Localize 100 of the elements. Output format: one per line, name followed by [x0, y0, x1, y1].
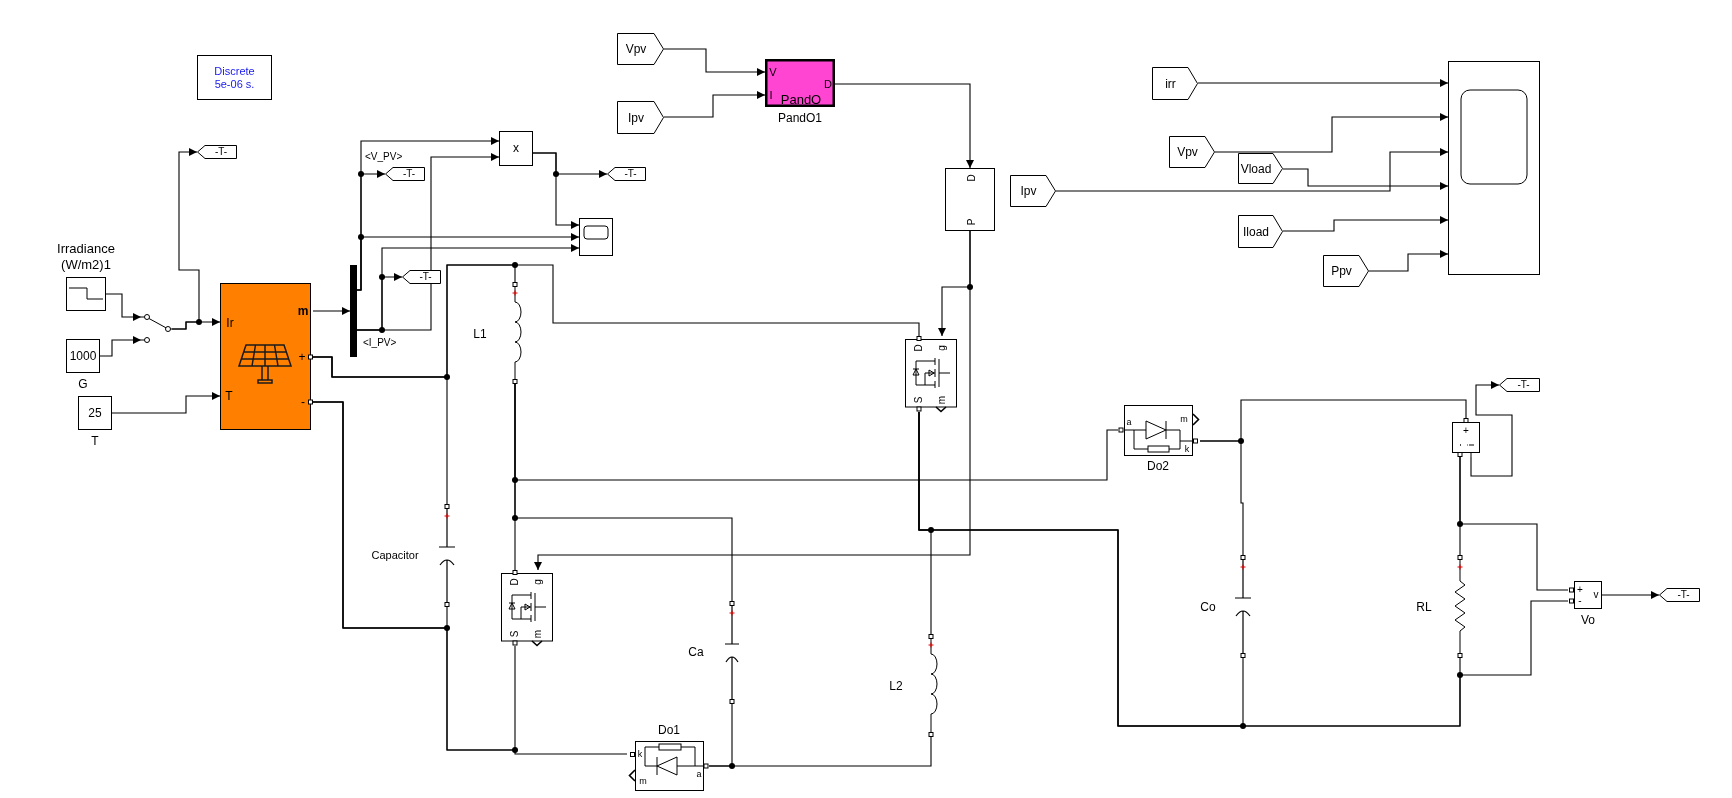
- from-tag: [617, 101, 664, 134]
- capacitor-symbol: [439, 504, 455, 607]
- signal-arrow: [663, 48, 766, 76]
- wire: [708, 736, 932, 767]
- diode-block: [627, 741, 709, 791]
- goto-tag: [197, 145, 237, 159]
- port-label: k: [637, 749, 643, 759]
- signal-arrow: [1368, 250, 1449, 272]
- constant-value: 25: [88, 407, 102, 419]
- edge-label: <V_PV>: [365, 152, 403, 162]
- port-label: v: [1593, 590, 1599, 600]
- tag-label: irr: [1165, 77, 1176, 90]
- resistor-symbol: [1452, 555, 1468, 658]
- solar-array-block: [220, 283, 313, 430]
- function-block: [765, 59, 835, 107]
- port-label: D: [510, 578, 520, 586]
- signal-arrow: [111, 392, 221, 414]
- signal-arrow: [663, 91, 766, 118]
- goto-tag: [385, 167, 425, 181]
- port-label: D: [914, 344, 924, 352]
- signal-source-block: [66, 277, 106, 311]
- mosfet-block: [905, 336, 957, 412]
- block-name: Do1: [658, 724, 680, 736]
- from-tag: [1010, 175, 1056, 207]
- signal-arrow: [1214, 113, 1449, 153]
- block-name: Do2: [1147, 460, 1169, 472]
- port-label: D: [824, 78, 832, 90]
- port-label: g: [533, 579, 543, 585]
- block-name: RL: [1416, 601, 1432, 613]
- port-label: m: [297, 305, 309, 317]
- goto-tag: [402, 270, 441, 284]
- port-label: S: [510, 630, 520, 638]
- port-label: m: [533, 629, 543, 639]
- wire: [1459, 456, 1569, 591]
- tag-label: Ipv: [628, 111, 644, 124]
- block-text: PandO: [780, 92, 822, 106]
- port-label: -: [1455, 443, 1465, 447]
- block-name: Co: [1200, 601, 1216, 613]
- block-name: L2: [889, 680, 903, 692]
- signal-arrow: [834, 83, 974, 169]
- from-tag: [1169, 136, 1215, 168]
- scope-block: [1448, 61, 1540, 275]
- tag-label: -T-: [419, 272, 432, 282]
- tag-label: Ppv: [1331, 265, 1352, 277]
- block-name: Irradiance (W/m2)1: [56, 241, 116, 273]
- block-name: Vo: [1581, 614, 1595, 626]
- tag-label: Ipv: [1020, 185, 1037, 197]
- port-label: I: [769, 89, 773, 101]
- signal-arrow: [356, 233, 580, 291]
- block-name: Capacitor: [371, 549, 419, 561]
- port-label: m: [937, 395, 947, 405]
- mosfet-block: [501, 570, 553, 646]
- tag-label: -T-: [214, 147, 228, 157]
- signal-arrow: [312, 307, 351, 315]
- wire: [918, 411, 1569, 727]
- signal-arrow: [532, 152, 580, 229]
- capacitor-symbol: [725, 601, 739, 704]
- wire: [1199, 440, 1244, 556]
- block-text: x: [513, 142, 519, 154]
- bus-selector-bar: [350, 265, 357, 357]
- from-tag: [1323, 255, 1369, 287]
- port-label: +: [298, 351, 306, 363]
- constant-value: 1000: [69, 350, 97, 362]
- tag-label: Vload: [1240, 162, 1272, 175]
- wire: [312, 401, 628, 755]
- wire: [514, 383, 516, 571]
- port-label: -: [1578, 596, 1582, 606]
- signal-arrow: [1470, 381, 1513, 477]
- block-name: L1: [473, 328, 487, 340]
- port-label: k: [1184, 444, 1190, 454]
- goto-tag: [1499, 378, 1540, 392]
- port-label: V: [769, 66, 777, 78]
- tag-label: -T-: [1517, 380, 1530, 390]
- signal-arrow: [1282, 216, 1449, 232]
- port-label: a: [696, 769, 702, 779]
- scope-block: [579, 218, 613, 256]
- capacitor-symbol: [1235, 555, 1251, 658]
- tag-label: -T-: [1677, 590, 1690, 600]
- block-name: T: [91, 435, 99, 447]
- tag-label: Vpv: [1177, 146, 1198, 158]
- switch-symbol: [141, 313, 172, 345]
- port-label: S: [914, 396, 924, 404]
- signal-arrow: [356, 244, 580, 331]
- tag-label: -T-: [402, 169, 416, 179]
- goto-tag: [1659, 588, 1700, 602]
- from-tag: [617, 33, 664, 65]
- port-label: -: [301, 396, 305, 408]
- from-tag: [1238, 215, 1283, 248]
- goto-tag: [607, 167, 646, 181]
- signal-arrow: [534, 230, 971, 571]
- signal-arrow: [99, 336, 142, 357]
- wire: [312, 264, 920, 378]
- port-label: m: [1180, 414, 1188, 424]
- port-label: Ir: [226, 317, 234, 329]
- port-label: a: [1126, 417, 1132, 427]
- from-tag: [1152, 67, 1198, 100]
- diode-block: [1118, 405, 1200, 456]
- tag-label: Vpv: [625, 43, 647, 55]
- block-name: Ca: [688, 646, 704, 658]
- pwm-block: [945, 168, 995, 231]
